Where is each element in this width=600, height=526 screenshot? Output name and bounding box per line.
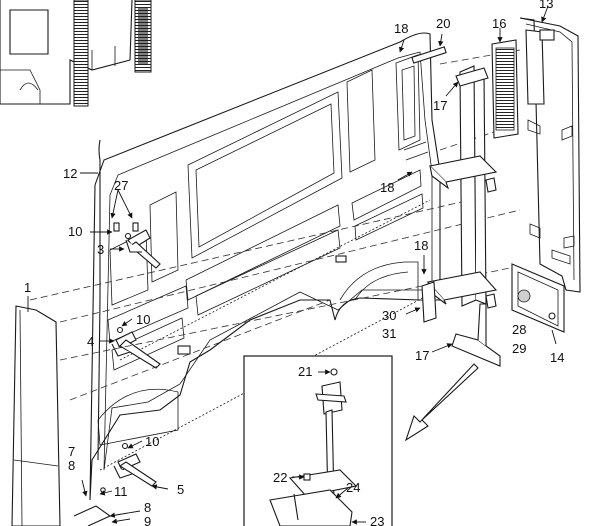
label-3: 3 [97,242,104,257]
label-27: 27 [114,178,128,193]
leader-lines [27,5,557,525]
label-31: 31 [382,326,396,341]
label-10b: 10 [136,312,150,327]
label-20: 20 [436,16,450,31]
vent-16 [491,39,519,139]
label-5: 5 [177,482,184,497]
label-8a: 8 [68,458,75,473]
label-24: 24 [346,480,360,495]
detail-view [243,355,393,526]
label-12: 12 [63,166,77,181]
label-16: 16 [492,16,506,31]
label-13: 13 [539,0,553,11]
label-11: 11 [114,484,128,499]
detail-arrow [404,363,479,442]
label-8b: 8 [144,500,151,515]
label-14: 14 [550,350,564,365]
truck-cab-inset [0,0,152,107]
label-10a: 10 [68,224,82,239]
label-10c: 10 [145,434,159,449]
lower-brackets [421,281,501,367]
cover-plate-14 [511,263,565,333]
label-17a: 17 [433,98,447,113]
label-18a: 18 [394,21,408,36]
label-7: 7 [68,444,75,459]
label-18b: 18 [380,180,394,195]
bracket-3 [125,229,161,269]
rear-wall-panel [89,32,441,501]
label-18c: 18 [414,238,428,253]
rod-12 [97,139,101,461]
part-labels: 1 3 4 5 7 8 8 9 10 10 10 11 12 13 14 16 … [24,0,564,526]
label-30: 30 [382,308,396,323]
label-4: 4 [87,334,94,349]
label-22: 22 [273,470,287,485]
fasteners-10 [73,222,139,526]
label-1: 1 [24,280,31,295]
side-trim-1 [11,305,61,526]
label-29: 29 [512,341,526,356]
side-panel-13 [519,17,581,293]
label-21: 21 [298,364,312,379]
label-9: 9 [144,514,151,526]
bracket-5 [113,453,157,487]
label-28: 28 [512,322,526,337]
bracket-4 [111,331,161,369]
label-17b: 17 [415,348,429,363]
label-23: 23 [370,514,384,526]
